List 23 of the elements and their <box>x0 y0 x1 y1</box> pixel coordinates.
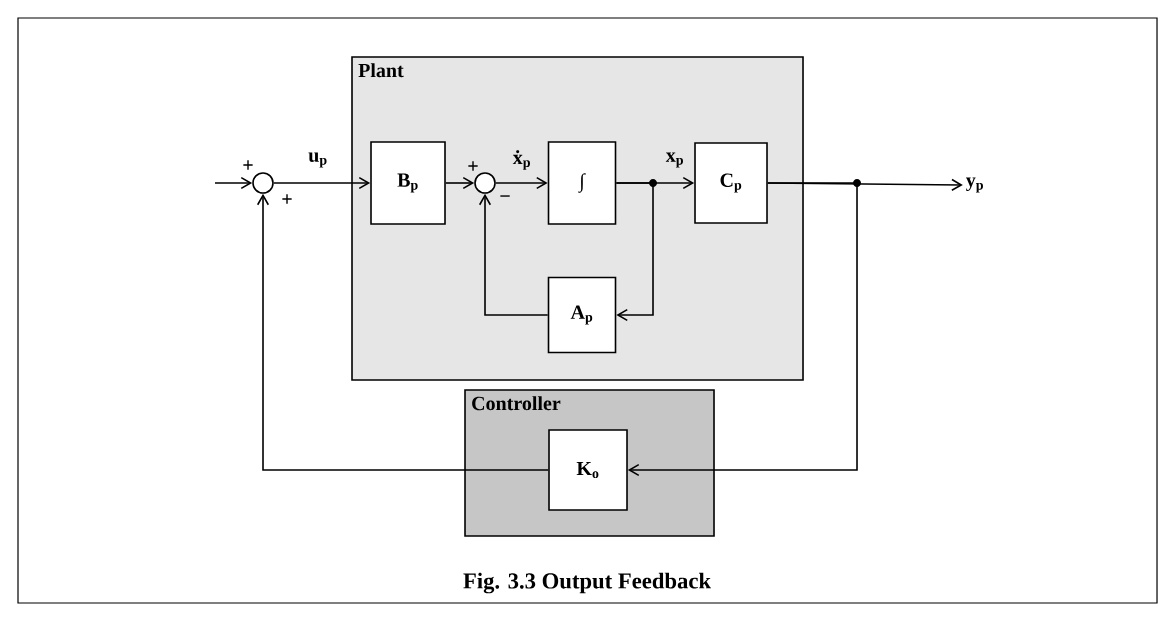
sign-label: + <box>243 160 253 170</box>
sign-label: − <box>500 195 510 197</box>
signal-label: x$_{p}$ <box>665 152 683 168</box>
signal-arrow <box>627 182 858 477</box>
gain-block: A$_{p}$ <box>547 276 617 354</box>
signal-arrow <box>615 182 654 322</box>
gain-block: B$_{p}$ <box>370 141 446 225</box>
gain-block: C$_{p}$ <box>694 142 768 224</box>
signal-arrow <box>214 176 253 190</box>
sign-label: + <box>468 161 478 171</box>
signal-arrow <box>256 193 549 471</box>
caption: Fig. 3.3 Output Feedback <box>463 572 711 594</box>
signal-label: u$_{p}$ <box>308 152 327 168</box>
gain-block: K$_{o}$ <box>548 429 628 511</box>
output-label: y$_{p}$ <box>966 177 983 193</box>
signal-arrow <box>445 176 475 190</box>
integrator-block: ∫ <box>547 141 617 225</box>
sign-label: + <box>282 194 292 204</box>
signal-arrow <box>273 176 371 190</box>
signal-arrow <box>495 176 548 190</box>
summing-junction <box>252 172 274 194</box>
signal-label: ẋ$_{p}$ <box>512 150 530 170</box>
signal-arrow <box>478 193 549 316</box>
